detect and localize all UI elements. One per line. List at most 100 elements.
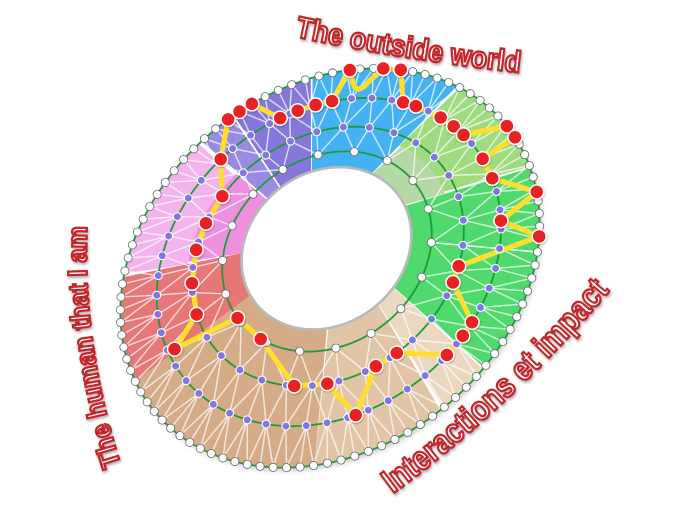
node-ring3-39[interactable] — [169, 166, 179, 176]
node-ring3-30[interactable] — [273, 85, 283, 95]
selected-node-1[interactable] — [212, 151, 229, 168]
selected-node-17[interactable] — [499, 118, 515, 134]
node-ring3-85[interactable] — [461, 382, 471, 392]
selected-node-3[interactable] — [231, 103, 248, 120]
selected-node-36[interactable] — [166, 341, 183, 357]
node-ring1-29[interactable] — [427, 314, 437, 324]
node-ring3-17[interactable] — [444, 77, 454, 87]
node-ring3-12[interactable] — [493, 111, 503, 121]
node-ring3-3[interactable] — [534, 208, 544, 218]
node-ring2-6[interactable] — [467, 139, 477, 149]
node-ring3-37[interactable] — [189, 144, 199, 154]
selected-node-35[interactable] — [229, 310, 246, 326]
selected-node-38[interactable] — [184, 275, 200, 292]
node-ring3-16[interactable] — [455, 83, 465, 93]
node-ring2-34[interactable] — [208, 399, 218, 409]
selected-node-33[interactable] — [286, 378, 302, 394]
node-ring3-14[interactable] — [475, 95, 485, 105]
node-ring0-6[interactable] — [278, 165, 288, 175]
node-ring3-48[interactable] — [118, 279, 128, 289]
selected-node-20[interactable] — [484, 170, 500, 187]
node-ring3-56[interactable] — [130, 376, 140, 386]
selected-node-19[interactable] — [474, 151, 491, 167]
node-ring0-14[interactable] — [331, 343, 341, 353]
node-ring1-12[interactable] — [238, 168, 248, 178]
node-ring3-60[interactable] — [157, 415, 167, 425]
node-ring3-80[interactable] — [403, 427, 413, 437]
node-ring3-92[interactable] — [518, 299, 528, 309]
selected-node-40[interactable] — [198, 215, 214, 231]
node-ring0-5[interactable] — [313, 150, 323, 160]
node-ring1-26[interactable] — [360, 367, 370, 377]
node-ring3-62[interactable] — [175, 431, 185, 441]
node-ring2-13[interactable] — [346, 94, 357, 104]
selected-node-6[interactable] — [289, 102, 306, 119]
selected-node-21[interactable] — [528, 184, 545, 200]
selected-node-15[interactable] — [445, 118, 462, 135]
node-ring3-75[interactable] — [336, 455, 346, 465]
node-ring3-89[interactable] — [498, 337, 508, 347]
node-ring3-82[interactable] — [428, 411, 438, 421]
node-ring3-63[interactable] — [185, 437, 195, 447]
node-ring3-40[interactable] — [160, 177, 170, 187]
node-ring1-30[interactable] — [442, 291, 452, 301]
selected-node-25[interactable] — [445, 274, 461, 291]
node-ring0-0[interactable] — [426, 238, 436, 248]
node-ring3-8[interactable] — [520, 150, 530, 160]
node-ring1-10[interactable] — [285, 136, 296, 146]
node-ring3-7[interactable] — [524, 161, 534, 171]
node-ring2-2[interactable] — [495, 205, 505, 215]
node-ring3-28[interactable] — [300, 75, 310, 85]
node-ring3-58[interactable] — [142, 397, 152, 407]
node-ring1-5[interactable] — [411, 138, 421, 148]
node-ring3-65[interactable] — [206, 449, 216, 459]
node-ring1-21[interactable] — [235, 365, 245, 375]
node-ring2-18[interactable] — [246, 130, 256, 140]
node-ring2-44[interactable] — [402, 384, 412, 394]
node-ring2-17[interactable] — [265, 119, 275, 129]
node-ring1-22[interactable] — [257, 375, 267, 385]
selected-node-8[interactable] — [324, 93, 340, 109]
node-ring2-37[interactable] — [261, 419, 271, 429]
selected-node-9[interactable] — [342, 62, 358, 78]
node-ring2-9[interactable] — [423, 106, 433, 116]
node-ring2-43[interactable] — [383, 396, 393, 406]
node-ring1-28[interactable] — [407, 335, 417, 345]
node-ring3-53[interactable] — [119, 342, 129, 352]
selected-node-29[interactable] — [389, 345, 405, 361]
node-ring3-95[interactable] — [530, 260, 540, 270]
node-ring3-74[interactable] — [322, 458, 332, 468]
node-ring0-3[interactable] — [382, 156, 392, 166]
selected-node-30[interactable] — [368, 358, 384, 375]
node-ring0-4[interactable] — [349, 147, 359, 157]
node-ring0-13[interactable] — [295, 346, 305, 356]
node-ring3-26[interactable] — [328, 68, 338, 78]
node-ring2-42[interactable] — [363, 405, 373, 415]
node-ring2-19[interactable] — [228, 144, 238, 154]
node-ring3-91[interactable] — [512, 312, 522, 322]
node-ring2-25[interactable] — [157, 251, 167, 261]
node-ring2-50[interactable] — [484, 283, 494, 293]
node-ring3-83[interactable] — [439, 402, 449, 412]
node-ring3-35[interactable] — [211, 124, 221, 134]
selected-node-32[interactable] — [319, 375, 336, 392]
node-ring3-93[interactable] — [523, 286, 533, 296]
selected-node-11[interactable] — [393, 62, 409, 78]
node-ring3-94[interactable] — [527, 273, 537, 283]
node-ring3-36[interactable] — [199, 134, 209, 144]
node-ring3-70[interactable] — [268, 462, 278, 472]
node-ring2-35[interactable] — [225, 408, 235, 418]
node-ring2-31[interactable] — [171, 361, 181, 371]
node-ring3-81[interactable] — [415, 420, 425, 430]
node-ring3-57[interactable] — [136, 387, 146, 397]
node-ring1-3[interactable] — [444, 170, 454, 180]
node-ring0-16[interactable] — [396, 304, 406, 314]
selected-node-24[interactable] — [450, 258, 467, 274]
node-ring1-1[interactable] — [458, 215, 468, 225]
node-ring3-69[interactable] — [255, 461, 265, 471]
node-ring2-26[interactable] — [153, 271, 163, 281]
node-ring3-50[interactable] — [115, 305, 125, 315]
node-ring3-84[interactable] — [451, 392, 461, 402]
node-ring3-87[interactable] — [481, 360, 491, 370]
node-ring1-7[interactable] — [364, 122, 374, 132]
